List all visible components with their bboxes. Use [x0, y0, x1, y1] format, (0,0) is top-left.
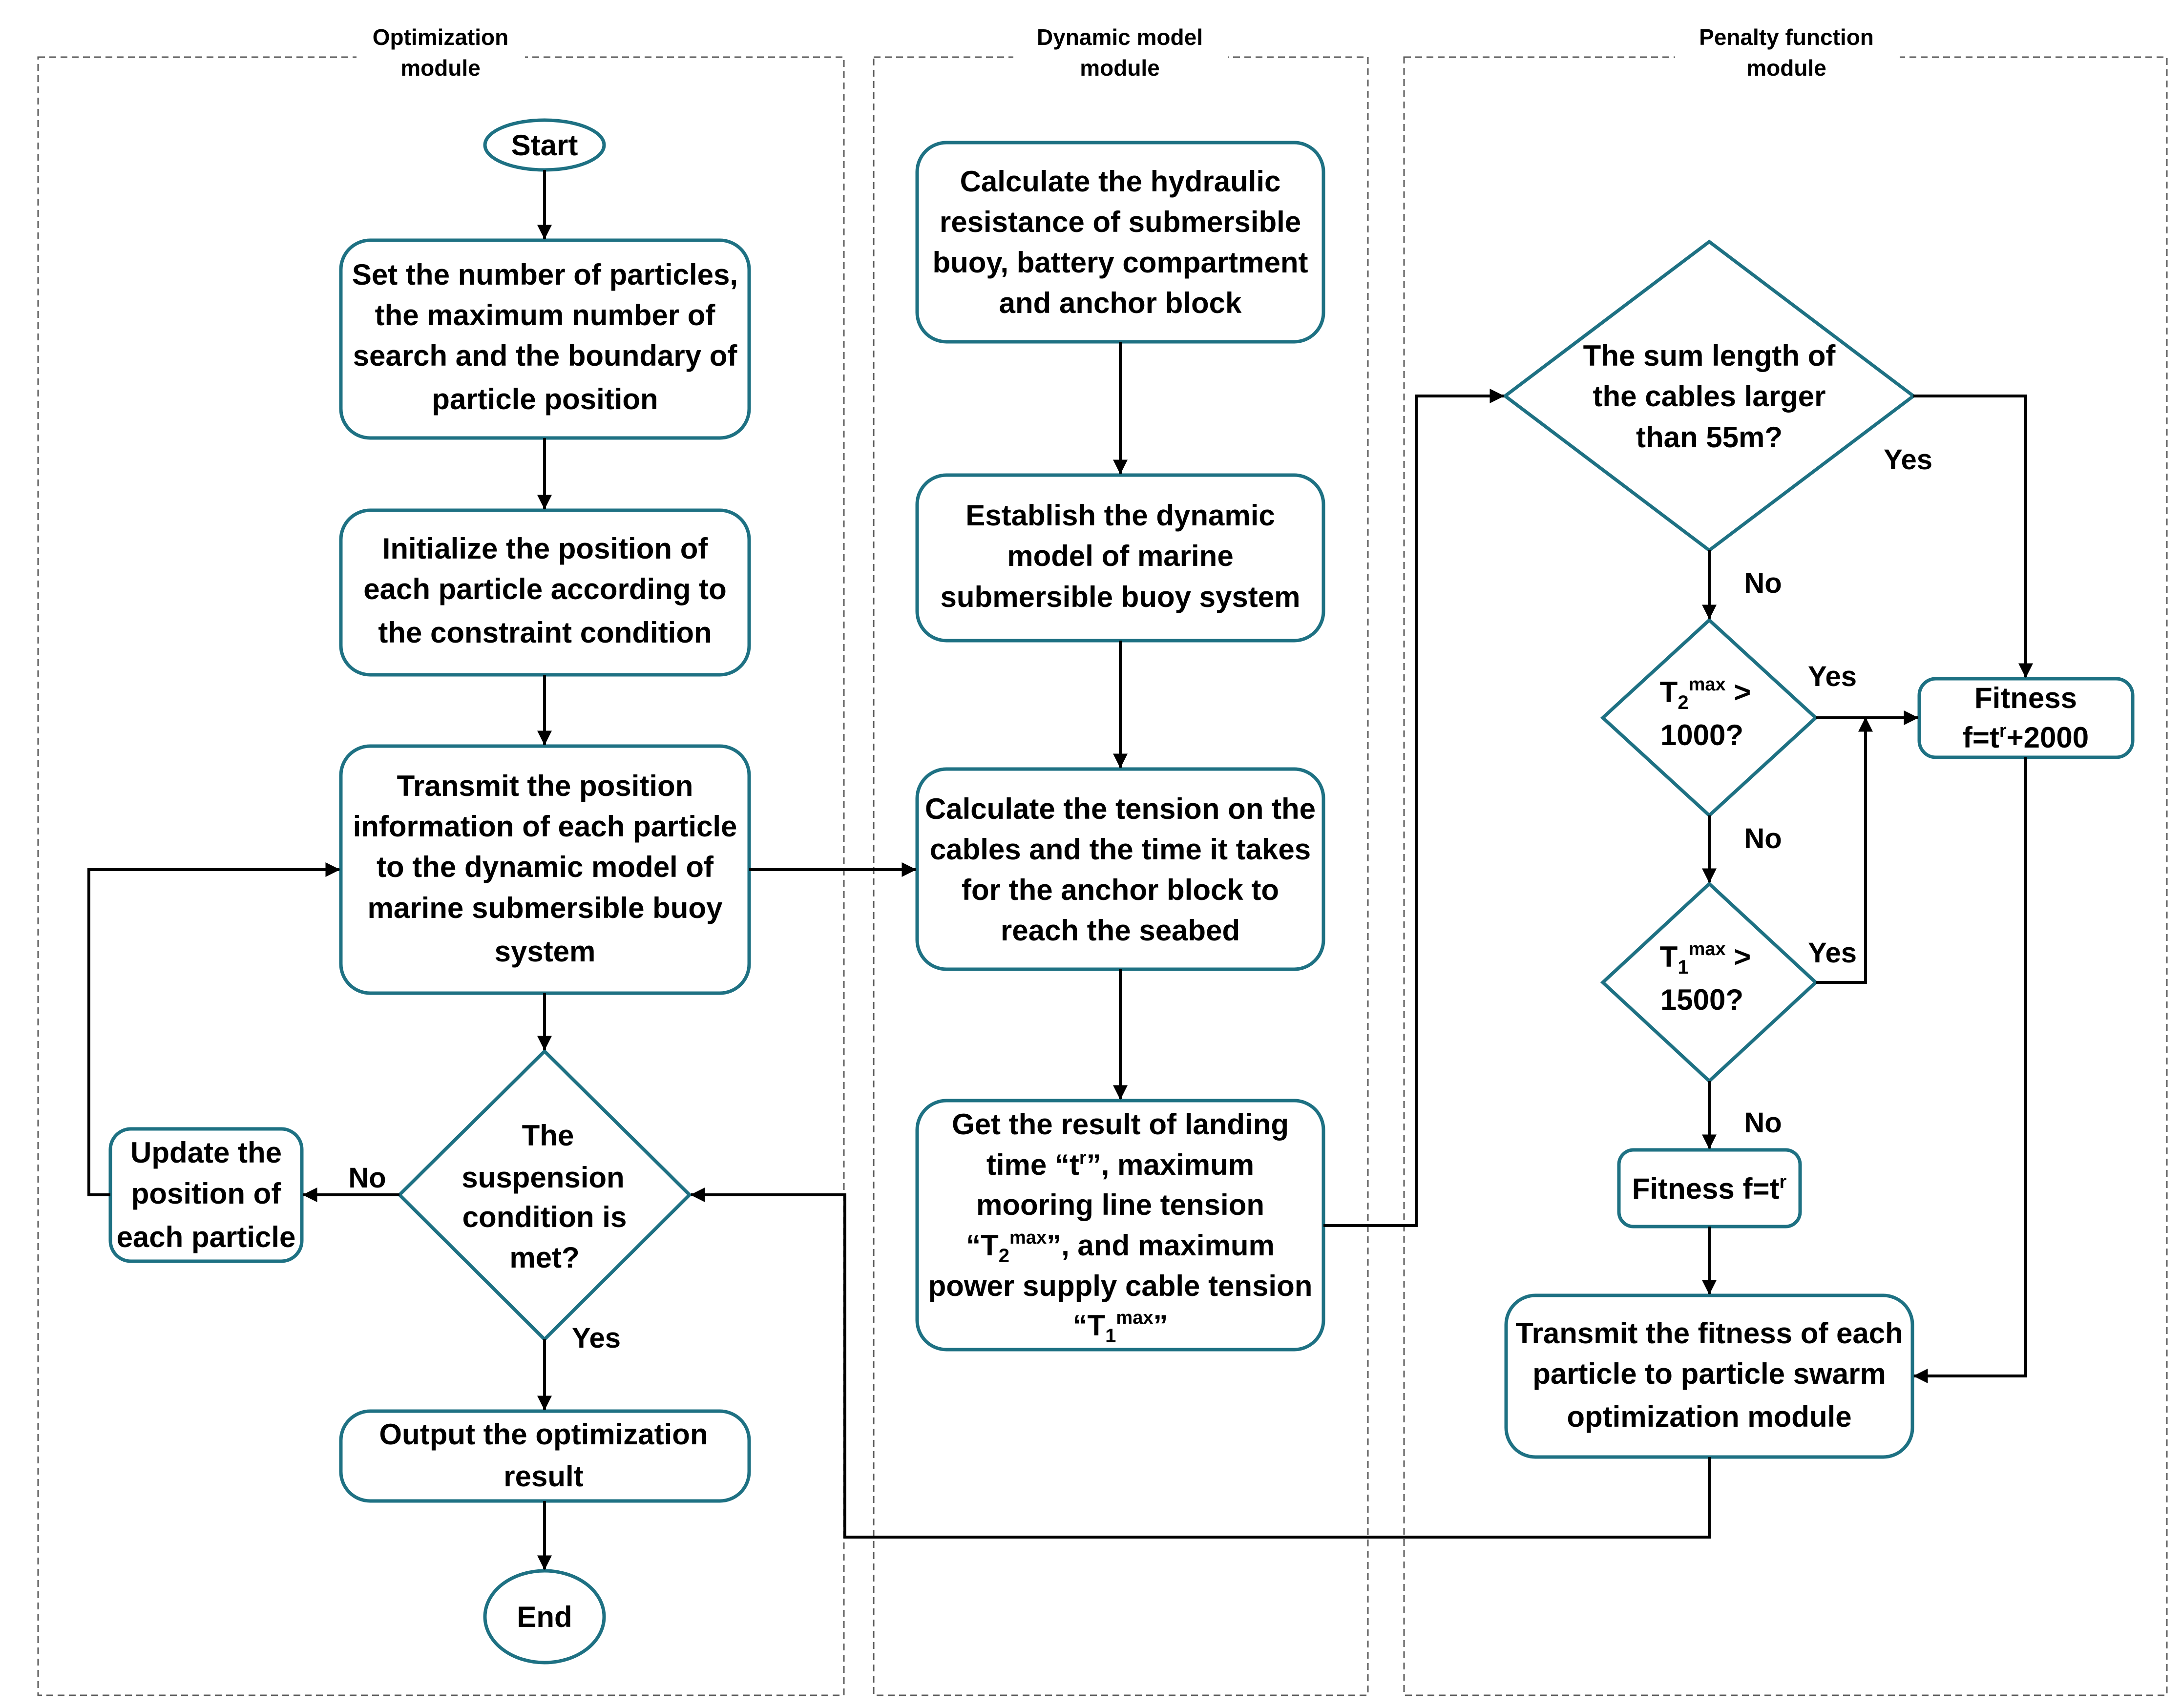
- calc-tension-line-2: cables and the time it takes: [930, 833, 1311, 866]
- t2-no-label: No: [1744, 823, 1782, 854]
- edge-fitpen-to-transmit: [1913, 757, 2027, 1383]
- establish-line-3: submersible buoy system: [941, 581, 1301, 613]
- update-line-3: each particle: [117, 1221, 296, 1253]
- t2-yes-label: Yes: [1808, 661, 1857, 692]
- suspension-line-1: The: [522, 1119, 574, 1152]
- update-line-1: Update the: [130, 1136, 282, 1169]
- optimization-module-title: Optimization: [373, 24, 509, 50]
- transmit-pos-line-2: information of each particle: [353, 810, 737, 843]
- optimization-module-title-2: module: [400, 55, 481, 81]
- sum-length-line-2: the cables larger: [1593, 380, 1826, 413]
- calc-resist-line-3: buoy, battery compartment: [932, 246, 1308, 279]
- t1-no-label: No: [1744, 1107, 1782, 1139]
- get-result-line-6: “T1max”: [1073, 1308, 1168, 1347]
- transmit-fit-line-2: particle to particle swarm: [1532, 1357, 1886, 1390]
- output-line-2: result: [504, 1460, 583, 1493]
- transmit-fit-line-3: optimization module: [1567, 1400, 1851, 1433]
- end-label: End: [517, 1601, 572, 1633]
- suspension-no-label: No: [348, 1162, 386, 1194]
- penalty-module-title: Penalty function: [1699, 24, 1874, 50]
- edge-t1-yes: [1816, 717, 1873, 984]
- start-label: Start: [511, 129, 578, 162]
- suspension-yes-label: Yes: [572, 1322, 621, 1354]
- dynamic-module-title-2: module: [1080, 55, 1160, 81]
- edge-update-loop: [87, 862, 340, 1196]
- init-line-2: each particle according to: [363, 573, 727, 605]
- suspension-line-4: met?: [509, 1241, 579, 1274]
- set-params-line-3: search and the boundary of: [353, 339, 738, 372]
- establish-line-2: model of marine: [1007, 540, 1233, 572]
- calc-tension-line-3: for the anchor block to: [962, 874, 1279, 906]
- set-params-line-4: particle position: [432, 383, 658, 416]
- calc-tension-line-4: reach the seabed: [1001, 914, 1240, 947]
- fitness-pen-line-1: Fitness: [1974, 682, 2077, 714]
- suspension-line-2: suspension: [462, 1161, 624, 1194]
- transmit-pos-line-1: Transmit the position: [397, 770, 693, 802]
- penalty-module-title-2: module: [1746, 55, 1826, 81]
- dynamic-module-title: Dynamic model: [1037, 24, 1203, 50]
- t1-decision: [1600, 881, 1819, 1083]
- suspension-line-3: condition is: [462, 1201, 627, 1233]
- sum-yes-label: Yes: [1884, 444, 1932, 476]
- optimization-module-frame: [37, 56, 845, 1696]
- t2-line-1: T2max >: [1660, 674, 1751, 713]
- t1-yes-label: Yes: [1808, 937, 1857, 969]
- set-params-line-2: the maximum number of: [375, 299, 716, 332]
- get-result-line-5: power supply cable tension: [928, 1270, 1313, 1302]
- transmit-pos-line-3: to the dynamic model of: [377, 851, 714, 883]
- get-result-line-1: Get the result of landing: [952, 1108, 1289, 1141]
- sum-length-line-1: The sum length of: [1583, 339, 1836, 372]
- get-result-line-2: time “tr”, maximum: [986, 1148, 1254, 1181]
- establish-line-1: Establish the dynamic: [965, 499, 1275, 532]
- update-line-2: position of: [131, 1177, 282, 1210]
- get-result-line-4: “T2max”, and maximum: [966, 1228, 1275, 1267]
- fitness-label: Fitness f=tr: [1632, 1172, 1787, 1205]
- calc-resist-line-4: and anchor block: [999, 287, 1242, 319]
- get-result-line-3: mooring line tension: [976, 1188, 1264, 1221]
- edge-fitness-return: [690, 1187, 1711, 1539]
- set-params-line-1: Set the number of particles,: [352, 258, 738, 291]
- t1-line-2: 1500?: [1660, 983, 1743, 1016]
- suspension-decision: [397, 1049, 692, 1342]
- init-line-3: the constraint condition: [378, 616, 712, 649]
- t1-line-1: T1max >: [1660, 939, 1751, 978]
- transmit-pos-line-5: system: [495, 935, 596, 968]
- fitness-pen-line-2: f=tr+2000: [1963, 721, 2089, 754]
- t2-line-2: 1000?: [1660, 719, 1743, 751]
- transmit-pos-line-4: marine submersible buoy: [368, 892, 723, 924]
- init-line-1: Initialize the position of: [382, 532, 709, 565]
- calc-resist-line-2: resistance of submersible: [940, 206, 1301, 238]
- transmit-fit-line-1: Transmit the fitness of each: [1515, 1317, 1903, 1350]
- sum-no-label: No: [1744, 567, 1782, 599]
- sum-length-line-3: than 55m?: [1636, 421, 1783, 454]
- calc-tension-line-1: Calculate the tension on the: [925, 792, 1316, 825]
- t2-decision: [1600, 618, 1819, 818]
- edge-sum-yes: [1913, 395, 2033, 678]
- calc-resist-line-1: Calculate the hydraulic: [960, 165, 1281, 198]
- end-node: [483, 1569, 606, 1665]
- output-line-1: Output the optimization: [379, 1418, 708, 1451]
- edge-result-to-sum: [1323, 389, 1505, 1227]
